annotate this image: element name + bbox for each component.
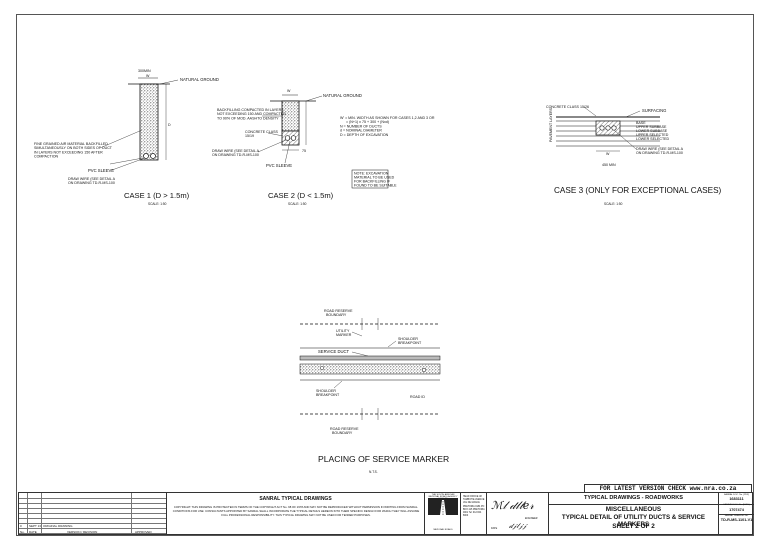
code-row: SANRAL DOC. No. (PDF) 1683111 — [719, 493, 754, 505]
rev-approved-col: APPROVED — [135, 529, 152, 534]
case3-pavement: PAVEMENT LAYERS — [549, 107, 553, 142]
plan-road-reserve-top: ROAD RESERVE BOUNDARY — [324, 309, 354, 317]
signature-block: ℳ𝓁 𝒹𝓁𝓁𝑒𝓇 ENGINEER 𝒹𝒿𝓁𝒿𝒿 DATE — [487, 493, 549, 534]
plan-road-label: ROAD ID — [410, 395, 425, 399]
plan-section: ROAD RESERVE BOUNDARY UTILITY MARKER SER… — [299, 309, 449, 474]
case1-top-dim-w: W — [146, 74, 150, 78]
signature-mark: ℳ𝓁 𝒹𝓁𝓁𝑒𝓇 — [491, 499, 534, 512]
plan-duct-band — [299, 355, 441, 361]
case3-draw-wire: DRAW WIRE (SEE DETAIL A ON DRAWING TD-R-… — [636, 147, 684, 155]
case3-duct — [599, 125, 605, 131]
main-title-line1: MISCELLANEOUS — [605, 506, 662, 513]
rev-no: 0 — [20, 524, 22, 528]
sign-date-caption: DATE — [491, 527, 498, 530]
plan-marker-post — [319, 365, 325, 371]
case1-section: 300MIN W NATURAL GROUND D FINE GRAINED A… — [34, 69, 219, 206]
case1-sleeve: PVC SLEEVE — [88, 168, 114, 173]
case2-duct — [284, 135, 291, 141]
sanral-logo: THE SOUTH AFRICAN NATIONAL ROADS AGENCY … — [425, 493, 461, 534]
rev-no-col: No. — [20, 529, 25, 534]
case3-width: W — [606, 152, 610, 156]
plan-shoulder-top: SHOULDER BREAKPOINT — [398, 337, 422, 345]
case2-title: CASE 2 (D < 1.5m) — [268, 191, 334, 200]
case2-duct — [290, 135, 297, 141]
case3-scale: SCALE: 1:50 — [604, 202, 623, 206]
case1-natural-ground: NATURAL GROUND — [180, 77, 219, 82]
case2-note-box — [351, 169, 389, 189]
case3-section: CONCRETE CLASS 15/26 SURFACING PAVEMENT … — [546, 105, 722, 206]
code-row: SANRAL DRAWING No. TD-R-MS-1101-V1 — [720, 514, 753, 523]
logo-road-icon — [428, 498, 458, 515]
sign-caption: ENGINEER — [525, 517, 538, 520]
plan-marker-post — [421, 367, 427, 373]
main-title-top: TYPICAL DRAWINGS - ROADWORKS — [549, 493, 718, 505]
rev-desc: ORIGINAL DRAWING — [43, 524, 73, 528]
case3-duct — [605, 125, 611, 131]
rev-date-col: DATE — [29, 529, 37, 534]
case1-title: CASE 1 (D > 1.5m) — [124, 191, 190, 200]
plan-title: PLACING OF SERVICE MARKER — [318, 454, 449, 464]
date-signature-mark: 𝒹𝒿𝓁𝒿𝒿 — [509, 522, 527, 530]
document-codes: SANRAL DOC. No. (PDF) 1683111 SANRAL DOC… — [719, 493, 754, 534]
case2-backfill-note: BACKFILLING COMPACTED IN LAYERS NOT EXCE… — [217, 108, 287, 120]
head-office: HEAD OFFICE 48 TAMBOTIE AVENUE VAL DE GR… — [461, 493, 487, 534]
case3-surfacing: SURFACING — [642, 108, 666, 113]
rev-date: SEPT 13 — [29, 524, 41, 528]
case2-top-dim: W — [287, 89, 291, 93]
case2-section: W NATURAL GROUND 75 BACKFILLING COMPACTE… — [212, 89, 435, 206]
plan-utility-marker: UTILITY MARKER — [336, 329, 352, 337]
logo-bottom-text: NATIONAL ROADS — [433, 529, 453, 531]
plan-service-duct: SERVICE DUCT — [318, 349, 350, 354]
case2-legend: W' = MIN. WIDTH AS SHOWN FOR CASES 1,2 A… — [340, 116, 435, 137]
code-row: SANRAL DOC. No. (DWG) 1707474 — [719, 504, 754, 515]
svg-text:75: 75 — [302, 149, 306, 153]
case3-min-dim: 450 MIN — [602, 163, 616, 167]
rev-revision-col: VERSION / REVISION — [67, 529, 98, 534]
plan-road-reserve-bottom: ROAD RESERVE BOUNDARY — [330, 427, 360, 435]
case2-natural-ground: NATURAL GROUND — [323, 93, 362, 98]
case2-scale: SCALE: 1:50 — [288, 202, 307, 206]
revision-table: 0 SEPT 13 ORIGINAL DRAWING No. DATE VERS… — [19, 493, 167, 534]
case2-draw-wire: DRAW WIRE (SEE DETAIL A ON DRAWING TD-R-… — [212, 149, 260, 157]
case1-backfill-note: FINE GRAINED AIR MATERIAL BACKFILLED SIM… — [34, 142, 113, 159]
copyright-note: COPYRIGHT: THIS DRAWING IS PROTECTED IN … — [172, 505, 420, 517]
main-title-line2: TYPICAL DETAIL OF UTILITY DUCTS & SERVIC… — [561, 514, 706, 528]
case1-duct — [143, 153, 149, 159]
case1-top-dim: 300MIN — [138, 69, 151, 73]
case1-duct — [150, 153, 156, 159]
case2-concrete: CONCRETE CLASS 15/19 — [245, 130, 279, 138]
sanral-block: SANRAL TYPICAL DRAWINGS COPYRIGHT: THIS … — [167, 493, 425, 534]
plan-scale: N.T.S. — [369, 470, 378, 474]
case3-layers: BASE UPPER SUBBASE LOWER SUBBASE UPPER S… — [636, 121, 670, 141]
case1-depth-label: D — [168, 123, 171, 127]
case2-sleeve: PVC SLEEVE — [266, 163, 292, 168]
main-title-line3: SHEET 2 OF 2 — [612, 523, 655, 530]
case1-scale: SCALE: 1:50 — [148, 202, 167, 206]
case1-draw-wire: DRAW WIRE (SEE DETAIL A ON DRAWING TD-R-… — [68, 177, 116, 185]
sheet-border — [16, 14, 754, 536]
case3-title: CASE 3 (ONLY FOR EXCEPTIONAL CASES) — [554, 186, 722, 195]
case2-note: NOTE: EXCAVATION MATERIAL TO BE USED FOR… — [354, 172, 397, 188]
case2-concrete-bed — [281, 130, 300, 146]
plan-road — [299, 363, 441, 375]
case3-concrete: CONCRETE CLASS 15/26 — [546, 105, 589, 109]
plan-shoulder-bottom: SHOULDER BREAKPOINT — [316, 389, 340, 397]
sanral-title: SANRAL TYPICAL DRAWINGS — [259, 496, 332, 502]
main-title-block: TYPICAL DRAWINGS - ROADWORKS MISCELLANEO… — [549, 493, 719, 534]
case1-trench — [139, 83, 159, 161]
case3-duct — [611, 125, 617, 131]
title-block: 0 SEPT 13 ORIGINAL DRAWING No. DATE VERS… — [18, 492, 754, 535]
